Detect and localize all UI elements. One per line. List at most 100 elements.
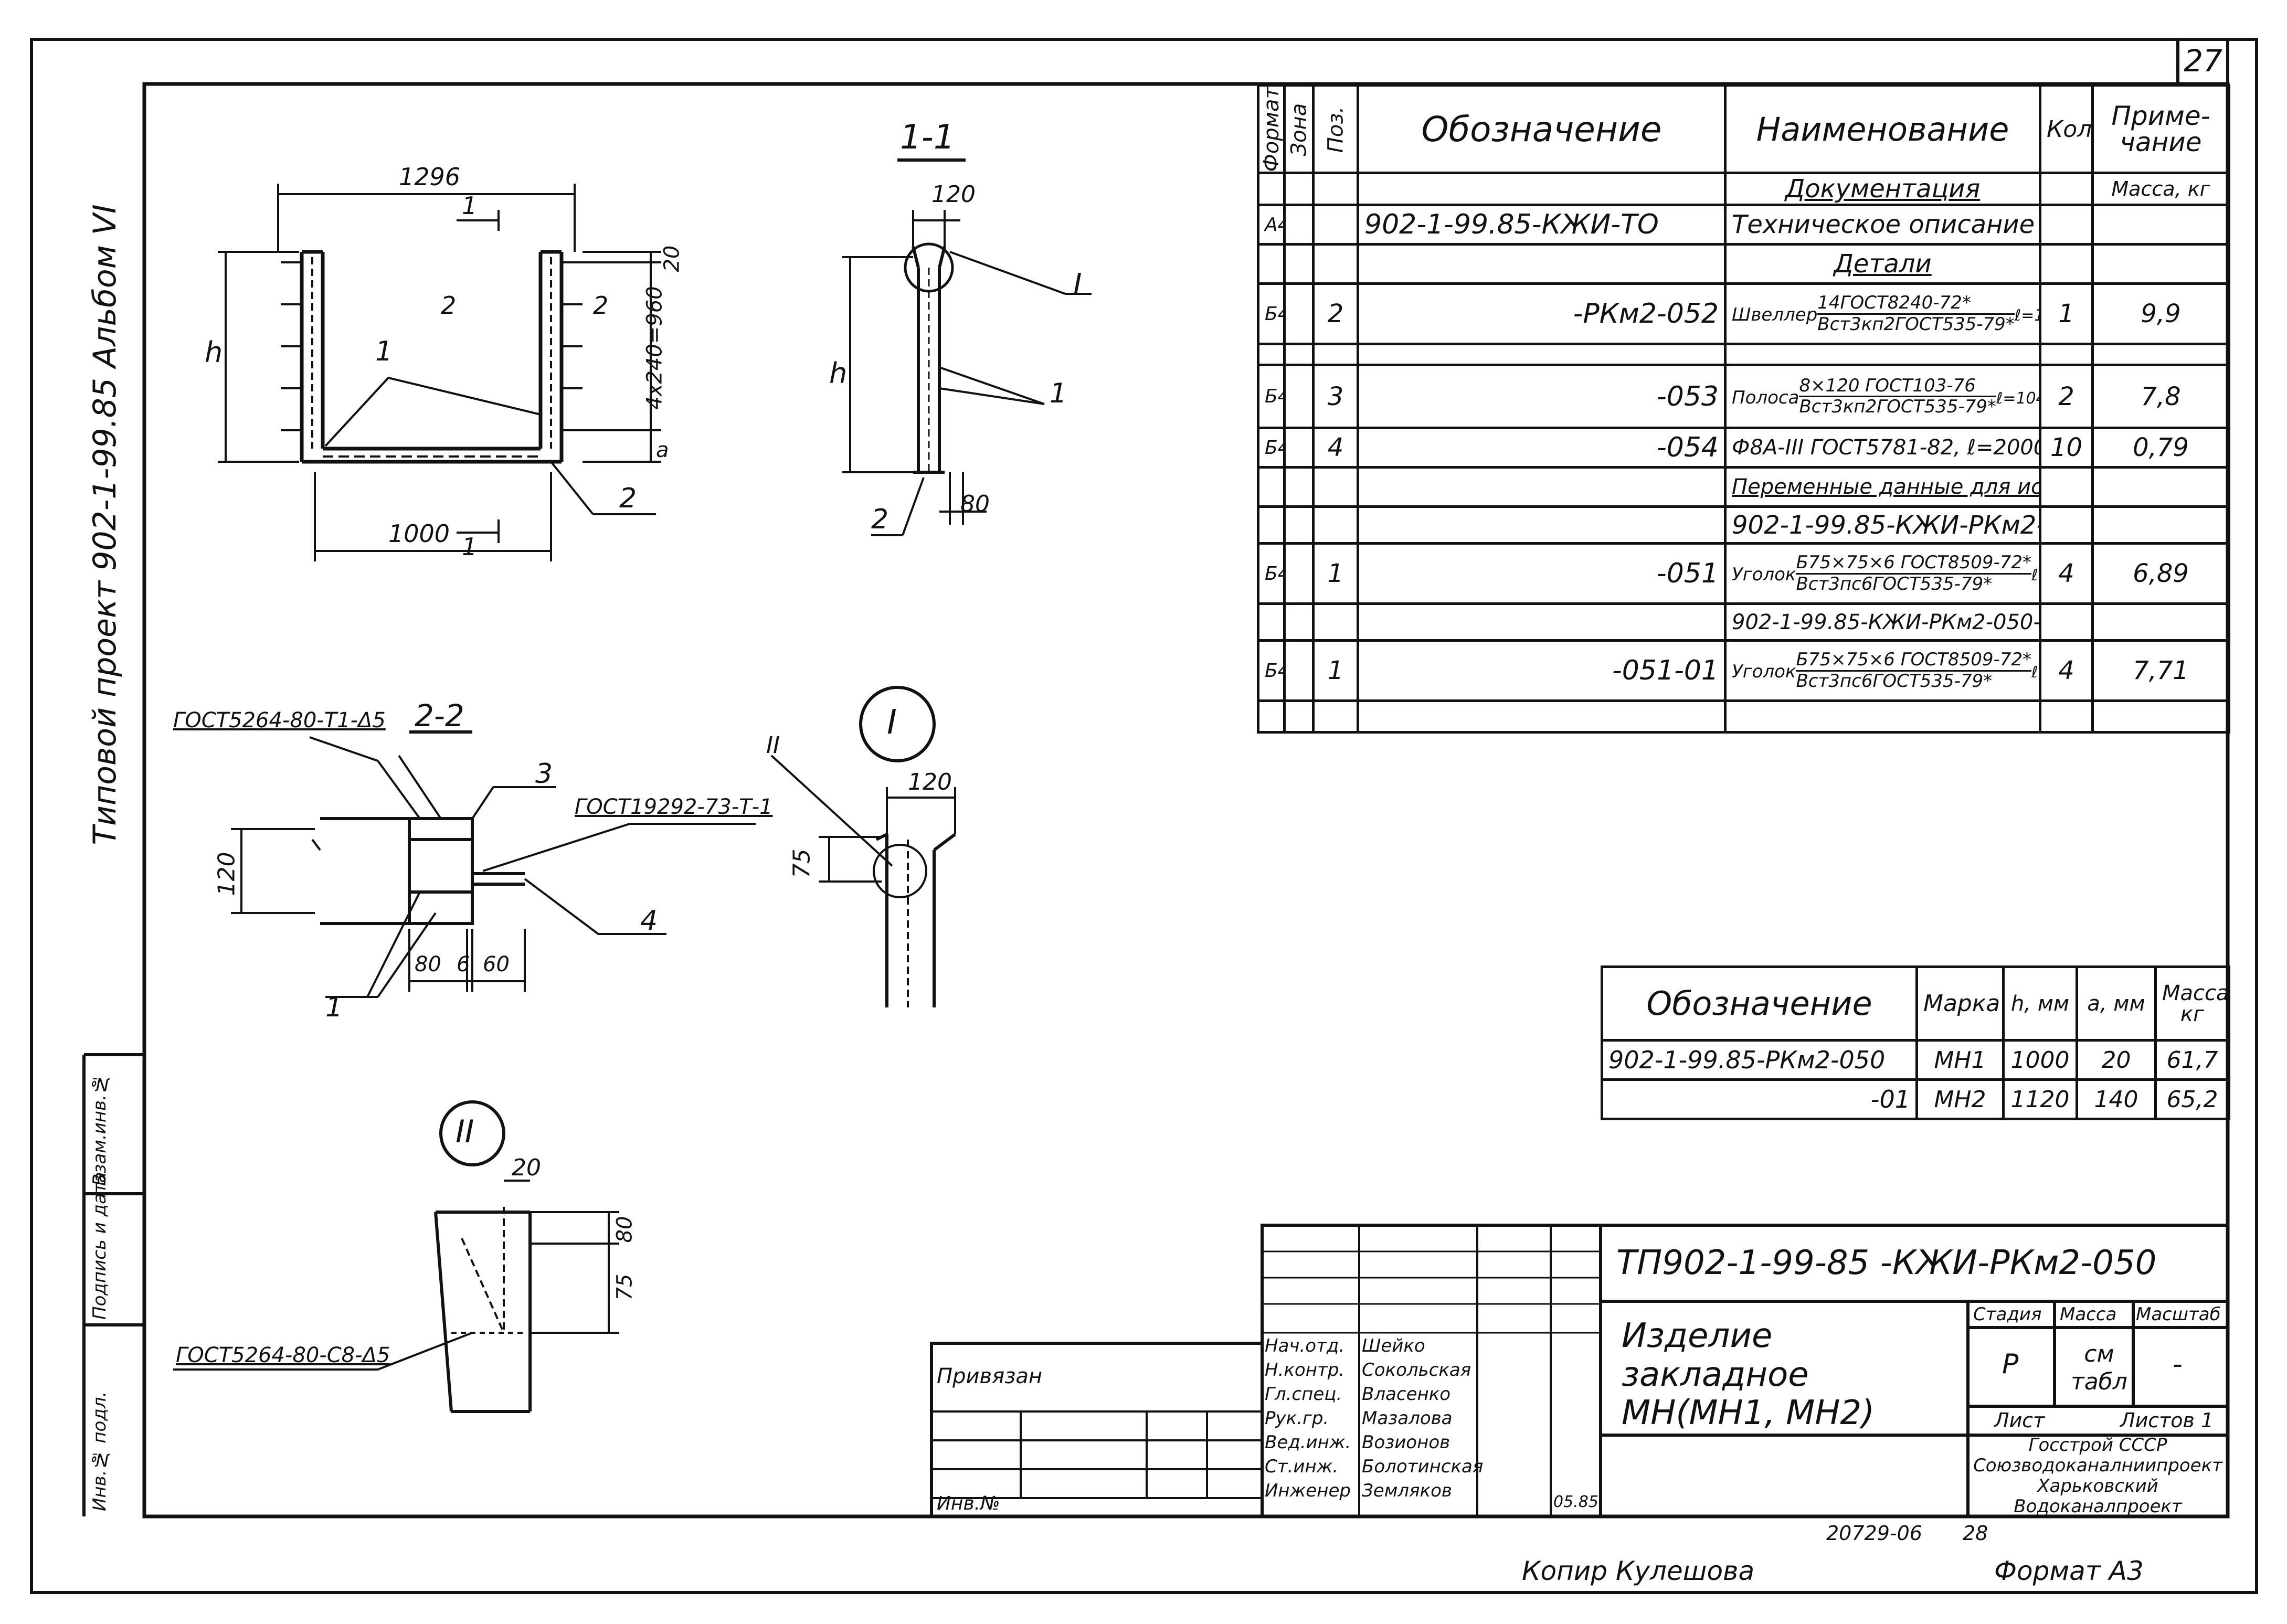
staff-role: Рук.гр. [1265, 1408, 1329, 1429]
spec-cell-note [2091, 343, 2230, 367]
variant-header-mass: Масса, кг [2154, 965, 2230, 1042]
plan-dim-bottom: 1000 [388, 519, 450, 548]
staff-name: Земляков [1362, 1480, 1452, 1501]
spec-name-prefix: Швеллер [1732, 304, 1818, 326]
spec-row [1257, 343, 2230, 367]
spec-cell-pos: 1 [1312, 639, 1359, 703]
spec-cell-qty [2039, 602, 2094, 642]
title-organization: Госстрой СССР Союзводоканалниипроект Хар… [1973, 1435, 2222, 1517]
spec-cell-pos [1312, 172, 1359, 207]
title-stage-value: Р [2002, 1349, 2019, 1380]
spec-cell-format [1257, 466, 1286, 508]
spec-cell-pos: 4 [1312, 427, 1359, 469]
spec-cell-designation [1357, 243, 1727, 285]
spec-cell-note [2091, 699, 2230, 734]
node-ii-weld: ГОСТ5264-80-С8-Δ5 [176, 1343, 390, 1367]
spec-cell-designation: -054 [1357, 427, 1727, 469]
spec-cell-pos: 2 [1312, 282, 1359, 346]
spec-row: 902-1-99.85-КЖИ-РКм2-050 [1257, 505, 2230, 545]
spec-cell-note [2091, 505, 2230, 545]
spec-cell-qty: 4 [2039, 542, 2094, 606]
title-mass-label: Масса [2060, 1304, 2117, 1325]
spec-cell-format: Б4 [1257, 282, 1286, 346]
section-1-1-leader-1: 1 [1050, 378, 1067, 409]
plan-section-mark-2b: 2 [593, 291, 609, 320]
spec-cell-note [2091, 602, 2230, 642]
plan-dim-right-a: a [656, 438, 669, 462]
staff-role: Гл.спец. [1265, 1384, 1342, 1405]
node-i-dim-top: 120 [908, 769, 952, 795]
spec-header-name: Наименование [1724, 83, 2041, 175]
spec-row: Переменные данные для исполнений [1257, 466, 2230, 508]
spec-name-text: Техническое описание [1732, 210, 2035, 240]
spec-name-bottom: Вст3пс6ГОСТ535-79* [1796, 573, 1993, 595]
spec-row [1257, 699, 2230, 734]
variant-cell-mass: 61,7 [2154, 1039, 2230, 1081]
spec-cell-note [2091, 466, 2230, 508]
plan-leader-1: 1 [375, 336, 393, 367]
staff-role: Н.контр. [1265, 1360, 1345, 1381]
spec-name-suffix: ℓ=1120 [2031, 663, 2038, 682]
spec-name-fraction: Б75×75×6 ГОСТ8509-72*Вст3пс6ГОСТ535-79* [1796, 650, 2031, 691]
spec-name-prefix: Уголок [1732, 564, 1796, 586]
title-item-title: Изделие закладное МН(МН1, МН2) [1622, 1317, 1875, 1433]
page-number: 27 [2184, 43, 2222, 79]
title-scale-value: - [2173, 1349, 2183, 1380]
spec-cell-name: Документация [1724, 172, 2041, 207]
title-mass-value: см табл [2071, 1341, 2127, 1395]
spec-cell-qty [2039, 343, 2094, 367]
spec-cell-format: Б4 [1257, 364, 1286, 430]
plan-leader-2: 2 [619, 483, 637, 514]
spec-header-row: Формат Зона Поз. Обозначение Наименовани… [1258, 83, 2230, 175]
spec-cell-zone [1283, 602, 1315, 642]
spec-cell-pos [1312, 699, 1359, 734]
plan-section-mark-1: 1 [462, 192, 478, 220]
title-stage-label: Стадия [1973, 1304, 2042, 1325]
spec-name-text: Детали [1834, 249, 1932, 279]
format-label: Формат А3 [1994, 1556, 2144, 1586]
section-1-1-dim-h: h [829, 357, 848, 390]
spec-cell-qty [2039, 204, 2094, 246]
title-sheet-label: Лист [1994, 1409, 2045, 1432]
spec-cell-format: Б4 [1257, 427, 1286, 469]
spec-cell-note [2091, 243, 2230, 285]
spec-cell-zone [1283, 282, 1315, 346]
spec-cell-zone [1283, 505, 1315, 545]
archive-page: 28 [1963, 1522, 1988, 1545]
spec-cell-note: 0,79 [2091, 427, 2230, 469]
spec-row: 902-1-99.85-КЖИ-РКм2-050-01 [1257, 602, 2230, 642]
spec-cell-name: 902-1-99.85-КЖИ-РКм2-050 [1724, 505, 2041, 545]
spec-cell-name [1724, 699, 2041, 734]
spec-name-prefix: Уголок [1732, 661, 1796, 683]
section-2-2-dim-b2: 6 [457, 952, 470, 976]
spec-name-bottom: Вст3кп2ГОСТ535-79* [1799, 396, 1996, 418]
variant-cell-h: 1000 [2002, 1039, 2078, 1081]
spec-name-text: Переменные данные для исполнений [1732, 475, 2040, 500]
node-ii-title: II [456, 1113, 474, 1150]
spec-cell-name: Техническое описание [1724, 204, 2041, 246]
node-i-ii-mark: II [766, 732, 780, 759]
copied-by: Копир Кулешова [1522, 1556, 1755, 1586]
spec-cell-name: 902-1-99.85-КЖИ-РКм2-050-01 [1724, 602, 2041, 642]
spec-cell-note: 9,9 [2091, 282, 2230, 346]
variant-header-a: a, мм [2076, 965, 2157, 1042]
spec-cell-designation [1357, 343, 1727, 367]
spec-cell-zone [1283, 699, 1315, 734]
title-sheets-label: Листов 1 [2120, 1409, 2214, 1432]
staff-role: Нач.отд. [1265, 1335, 1345, 1356]
spec-cell-note: Масса, кг [2091, 172, 2230, 207]
section-1-1-dim-top: 120 [931, 181, 976, 208]
spec-name-fraction: 14ГОСТ8240-72*Вст3кп2ГОСТ535-79* [1817, 293, 2015, 334]
spec-cell-format [1257, 343, 1286, 367]
spec-name-text: 902-1-99.85-КЖИ-РКм2-050 [1732, 510, 2038, 540]
staff-role: Инженер [1265, 1480, 1351, 1501]
staff-name: Мазалова [1362, 1408, 1453, 1429]
spec-cell-note: 6,89 [2091, 542, 2230, 606]
node-i-title: I [887, 703, 897, 742]
title-date: 05.85 [1553, 1493, 1598, 1511]
variant-cell-mass: 65,2 [2154, 1078, 2230, 1120]
